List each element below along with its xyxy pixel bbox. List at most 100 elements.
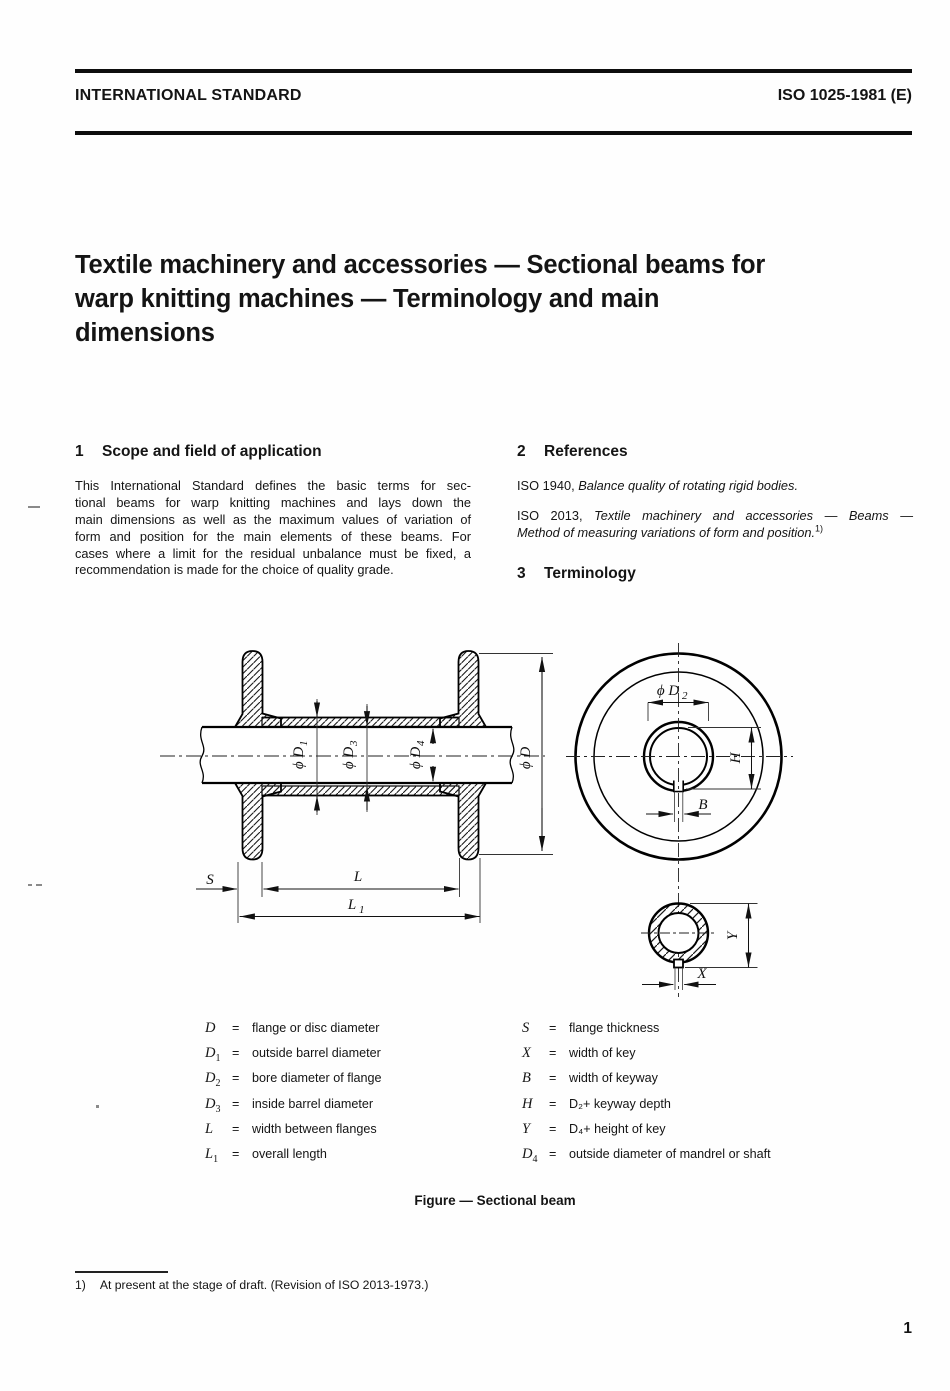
legend-item: L=width between flanges (205, 1121, 382, 1146)
legend-item: Y=D₄+ height of key (522, 1121, 771, 1146)
label-phi-d4: ϕ D (408, 747, 424, 770)
equals-sign: = (549, 1146, 557, 1161)
legend-item: D3=inside barrel diameter (205, 1096, 382, 1121)
reference-title: Textile machinery and accessories — Beam… (594, 508, 914, 523)
label-l1-sub: 1 (359, 904, 365, 916)
legend-symbol: L1 (205, 1145, 219, 1165)
title-line: warp knitting machines — Terminology and… (75, 285, 660, 313)
dimension-d2: ϕ D 2 (647, 683, 709, 721)
dimension-d: ϕ D (479, 653, 553, 855)
page-number: 1 (903, 1320, 912, 1337)
legend-symbol: D2 (205, 1070, 221, 1090)
dimension-h: H (686, 727, 761, 790)
section-heading-references: 2 References (517, 443, 913, 461)
section-number: 1 (75, 443, 84, 460)
figure-drawing: ϕ D 1 ϕ D 3 ϕ D 4 (160, 643, 793, 997)
label-phi-d1: ϕ D (291, 747, 307, 770)
label-phi-d1-sub: 1 (298, 741, 310, 747)
figure-sectional-beam: ϕ D 1 ϕ D 3 ϕ D 4 (150, 630, 830, 1010)
label-phi-d3-sub: 3 (348, 740, 360, 747)
shaft (199, 725, 515, 785)
equals-sign: = (232, 1146, 240, 1161)
label-phi-d2: ϕ D (657, 683, 680, 699)
label-y: Y (725, 930, 741, 940)
equals-sign: = (549, 1096, 557, 1111)
legend-definition: outside diameter of mandrel or shaft (569, 1146, 771, 1161)
legend-definition: width of key (569, 1046, 636, 1061)
legend-definition: overall length (252, 1146, 327, 1161)
equals-sign: = (232, 1021, 240, 1035)
scan-artifact (36, 884, 42, 886)
equals-sign: = (232, 1096, 240, 1111)
legend-item: X = width of key (522, 1045, 771, 1070)
beam-side-view: ϕ D 1 ϕ D 3 ϕ D 4 (160, 650, 553, 923)
label-l1: L (347, 897, 356, 913)
equals-sign: = (232, 1071, 240, 1086)
equals-sign: = (549, 1046, 557, 1061)
scan-artifact (28, 884, 32, 886)
footnote: 1) At present at the stage of draft. (Rev… (75, 1278, 428, 1292)
legend-definition: flange thickness (569, 1021, 660, 1035)
label-phi-d3: ϕ D (341, 747, 357, 770)
header-rule-top (75, 69, 912, 73)
label-h: H (728, 751, 744, 764)
legend-symbol: L (205, 1120, 214, 1137)
document-type: INTERNATIONAL STANDARD (75, 87, 302, 104)
legend-item: B=width of keyway (522, 1070, 771, 1095)
legend-symbol: D4 (522, 1145, 538, 1165)
dimension-b: B (646, 791, 711, 822)
legend-symbol: X (522, 1045, 531, 1062)
keyway-slot (673, 779, 684, 793)
section-title: Terminology (544, 565, 636, 582)
reference-title: Balance quality of rotating rigid bodies… (578, 478, 799, 493)
reference-iso-2013: ISO 2013, Textile machinery and accessor… (517, 508, 913, 542)
equals-sign: = (232, 1046, 240, 1061)
legend-definition: D₄+ height of key (569, 1121, 666, 1136)
label-phi-d4-sub: 4 (415, 740, 427, 746)
title-line: dimensions (75, 319, 215, 347)
page-title: Textile machinery and accessories — Sect… (75, 248, 920, 350)
reference-title: Method of measuring variations of form a… (517, 524, 816, 540)
dimension-d4: ϕ D 4 (408, 728, 437, 782)
dimension-y: Y (685, 903, 758, 968)
reference-code: ISO 2013, (517, 508, 583, 523)
dimension-l: L (263, 869, 459, 893)
flange-left (233, 650, 282, 861)
scan-artifact (96, 1105, 99, 1108)
flange-right (439, 650, 488, 861)
equals-sign: = (549, 1021, 557, 1035)
legend-definition: bore diameter of flange (252, 1071, 382, 1086)
label-phi-d: ϕ D (518, 747, 534, 770)
legend-item: S=flange thickness (522, 1020, 771, 1045)
paragraph-line: main dimensions as well as the maximum v… (75, 511, 471, 527)
reference-code: ISO 1940, (517, 478, 575, 493)
scope-paragraph: This International Standard defines the … (75, 478, 471, 579)
legend-symbol: D1 (205, 1045, 221, 1065)
legend-item: D=flange or disc diameter (205, 1020, 382, 1045)
label-l: L (353, 869, 362, 885)
paragraph-line: tional beams for warp knitting machines … (75, 494, 471, 510)
legend-right-column: S=flange thickness X=width of key B=widt… (522, 1020, 771, 1171)
section-number: 2 (517, 443, 526, 460)
paragraph-line: form and position for the main elements … (75, 528, 471, 544)
dimension-d1: ϕ D 1 (291, 699, 321, 815)
footnote-marker: 1) (75, 1278, 86, 1292)
figure-caption: Figure — Sectional beam (414, 1193, 576, 1208)
footnote-rule (75, 1271, 168, 1273)
label-s: S (206, 872, 214, 888)
footnote-text: At present at the stage of draft. (Revis… (99, 1278, 429, 1292)
legend-definition: width of keyway (569, 1071, 658, 1086)
legend-item: D1=outside barrel diameter (205, 1045, 382, 1070)
dimension-l1: L 1 (239, 897, 480, 920)
legend-symbol: D3 (205, 1095, 221, 1115)
section-title: References (544, 443, 628, 460)
legend-definition: D₂+ keyway depth (569, 1096, 671, 1111)
dimension-d3: ϕ D 3 (341, 704, 371, 812)
reference-iso-1940: ISO 1940, Balance quality of rotating ri… (517, 478, 913, 495)
legend-item: H = D₂+ keyway depth (522, 1096, 771, 1121)
legend-symbol: D (205, 1020, 216, 1036)
legend-symbol: H (522, 1095, 533, 1112)
